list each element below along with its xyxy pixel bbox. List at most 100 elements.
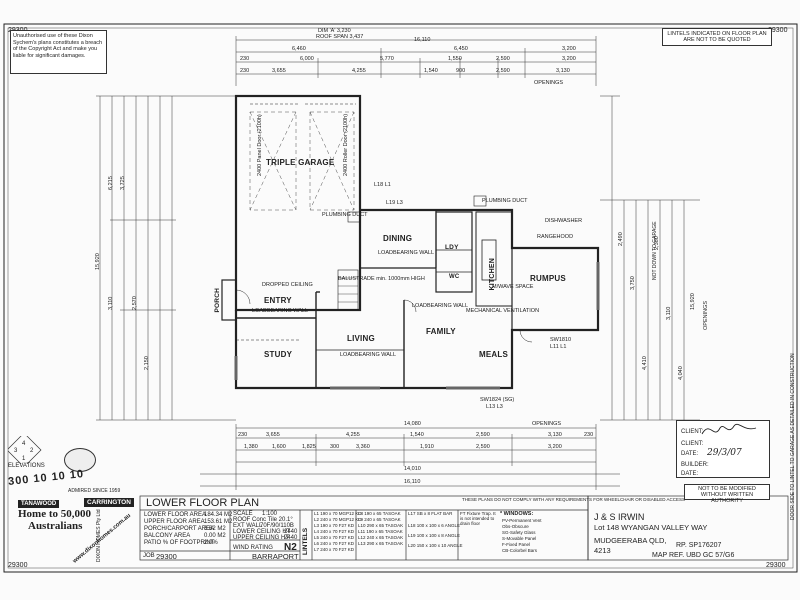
label-loadbearing-wall-family: LOADBEARING WALL <box>412 303 469 309</box>
wind-rating-label: WIND RATING <box>233 545 273 551</box>
top-row2-5: 1,550 <box>448 56 462 62</box>
spec-value: 70F/90/110B <box>260 523 294 529</box>
top-row3-5: 1,540 <box>424 68 438 74</box>
svg-text:1: 1 <box>22 456 26 462</box>
label-microwave-space: M/WAVE SPACE <box>492 284 534 290</box>
spec-label: ROOF <box>233 517 251 523</box>
spec-value: Conc Tile 20.1° <box>252 517 293 523</box>
window-key: CB-Colorbel Bars <box>502 548 538 553</box>
brand-headline-1: Home to 50,000 <box>18 508 92 520</box>
top-row2-7: 2,590 <box>496 56 510 62</box>
wind-rating-value: N2 <box>284 542 297 553</box>
signoff-date: 29/3/07 <box>707 448 742 458</box>
lintel-item: L20 150 x 100 x 10 ANGLE <box>408 543 463 548</box>
bottom-row2-1: 1,600 <box>272 444 286 450</box>
design-name: BARRAPORT <box>252 552 299 561</box>
job-label: JOB <box>143 553 155 559</box>
lintel-item: L7 240 x 70 F27 KD <box>314 547 355 552</box>
room-triple-garage: TRIPLE GARAGE <box>266 158 335 167</box>
top-seg-1: 6,460 <box>292 46 306 52</box>
copyright-notice: Unauthorised use of these Dixon Sychem's… <box>13 33 103 59</box>
brand-tanawood: TANAWOOD <box>18 500 60 508</box>
lintel-item: L12 240 x 65 TASOAK <box>358 535 404 540</box>
lintel-item: L19 100 x 100 x 8 ANGLE <box>408 533 461 538</box>
job-number-top-right: 29300 <box>768 27 788 34</box>
top-row3-0: 230 <box>240 68 250 74</box>
area-value: 153.61 M2 <box>204 519 233 525</box>
spec-value: 2440 <box>284 529 298 535</box>
elevations-compass-icon: 4 2 3 1 <box>8 436 42 464</box>
date-label-1: DATE: <box>681 451 699 457</box>
lintel-item: L2 240 x 70 MGP12 KD <box>314 517 362 522</box>
suburb: MUDGEERABA QLD, <box>594 536 667 545</box>
elevations-label: ELEVATIONS <box>8 463 45 469</box>
label-dropped-ceiling: DROPPED CEILING <box>262 282 313 288</box>
top-row3-1: 3,655 <box>272 68 286 74</box>
window-key: F-Fixed Panel <box>502 542 531 547</box>
job-value: 29300 <box>156 552 177 561</box>
label-lintel-l19-l3: L19 L3 <box>386 200 403 206</box>
window-key: PV-Permanent Vent <box>502 518 542 523</box>
job-number-bottom-right: 29300 <box>766 562 786 569</box>
room-meals: MEALS <box>479 350 508 359</box>
label-lintel-l13-l3: L13 L3 <box>486 404 503 410</box>
lintel-item: L8 190 x 65 TASOAK <box>358 511 401 516</box>
client-label-2: CLIENT: <box>681 441 704 447</box>
room-dining: DINING <box>383 234 413 243</box>
bottom-overall-2: 14,010 <box>404 466 421 472</box>
area-value: 184.34 M2 <box>204 512 233 518</box>
room-wc: WC <box>449 274 460 280</box>
spec-label: LOWER CEILING HT <box>233 529 291 535</box>
room-study: STUDY <box>264 350 293 359</box>
top-row3-7: 900 <box>456 68 466 74</box>
label-plumbing-duct-garage: PLUMBING DUCT <box>322 212 368 218</box>
lintel-item: L3 190 x 70 F27 KD <box>314 523 355 528</box>
date-label-2: DATE: <box>681 471 699 477</box>
room-entry: ENTRY <box>264 296 292 305</box>
bottom-overall-3: 16,110 <box>404 479 421 485</box>
lintels-header: LINTELS <box>302 527 309 555</box>
bottom-row1-10: 230 <box>584 432 594 438</box>
area-value: 2.0% <box>204 540 218 546</box>
top-row3-9: 2,590 <box>496 68 510 74</box>
room-ldy: LDY <box>445 244 459 251</box>
lot-address: Lot 148 WYANGAN VALLEY WAY <box>594 523 708 532</box>
postcode: 4213 <box>594 546 611 555</box>
top-seg-2: 6,450 <box>454 46 468 52</box>
builder-label: BUILDER: <box>681 462 709 468</box>
bottom-row2-2: 1,825 <box>302 444 316 450</box>
spec-label: UPPER CEILING HT <box>233 535 290 541</box>
label-window-sw1824: SW1824 (SG) <box>480 397 515 403</box>
room-family: FAMILY <box>426 327 456 336</box>
bottom-openings-label: OPENINGS <box>532 421 562 427</box>
label-window-sw1810: SW1810 <box>550 337 572 343</box>
top-row2-1: 6,000 <box>300 56 314 62</box>
bottom-row1-3: 4,255 <box>346 432 360 438</box>
top-openings-label: OPENINGS <box>534 80 564 86</box>
label-lintel-l11-l1: L11 L1 <box>550 344 567 350</box>
area-label: LOWER FLOOR AREA <box>144 512 207 518</box>
area-label: UPPER FLOOR AREA <box>144 519 205 525</box>
top-row2-0: 230 <box>240 56 250 62</box>
area-label: PORCH/CARPORT AREA <box>144 526 215 532</box>
area-value: 3.62 M2 <box>204 526 226 532</box>
top-row2-3: 5,770 <box>380 56 394 62</box>
spec-value: 1:100 <box>262 511 278 517</box>
bottom-row2-7: 3,200 <box>548 444 562 450</box>
job-number-bottom-left: 29300 <box>8 562 28 569</box>
top-row2-9: 3,200 <box>562 56 576 62</box>
top-seg-3: 3,200 <box>562 46 576 52</box>
svg-text:3: 3 <box>14 448 18 454</box>
label-loadbearing-wall-living: LOADBEARING WALL <box>340 352 397 358</box>
label-loadbearing-wall-dining: LOADBEARING WALL <box>378 250 435 256</box>
label-dishwasher: DISHWASHER <box>545 218 583 224</box>
window-key: S-Movable Panel <box>502 536 537 541</box>
windows-header: * WINDOWS: <box>500 511 534 517</box>
lintels-notice-box: LINTELS INDICATED ON FLOOR PLAN ARE NOT … <box>662 28 772 46</box>
